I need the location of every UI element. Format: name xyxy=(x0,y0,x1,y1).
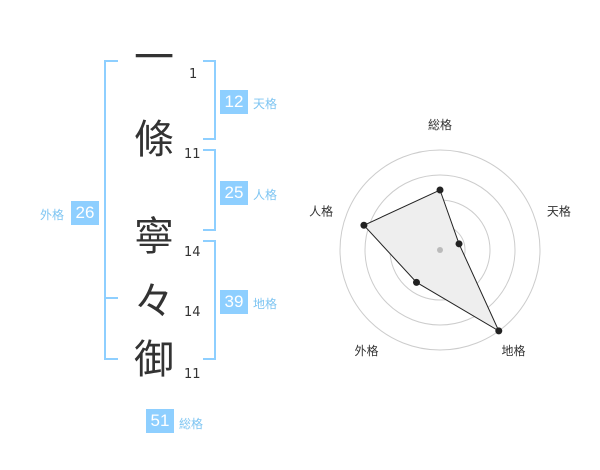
stroke-count-3: 14 xyxy=(184,245,201,260)
radar-point-4 xyxy=(360,221,368,229)
jinkaku-value: 25 xyxy=(220,181,248,205)
radar-point-3 xyxy=(412,278,420,286)
radar-axis-label-4: 人格 xyxy=(309,203,333,218)
radar-points xyxy=(360,186,503,335)
name-char-4: 々 xyxy=(134,279,174,325)
radar-ring xyxy=(364,174,516,326)
radar-point-1 xyxy=(455,240,463,248)
stroke-count-2: 11 xyxy=(184,147,201,162)
gaikaku-label: 外格 xyxy=(40,208,65,222)
chikaku-value: 39 xyxy=(220,290,248,314)
stroke-count-5: 11 xyxy=(184,367,201,382)
stroke-count-4: 14 xyxy=(184,305,201,320)
tenkaku-bracket xyxy=(203,60,216,140)
tenkaku-value: 12 xyxy=(220,90,248,114)
jinkaku-bracket xyxy=(203,149,216,231)
gaikaku-bracket xyxy=(104,60,118,360)
name-char-2: 條 xyxy=(134,117,174,163)
chikaku-label: 地格 xyxy=(253,297,278,311)
radar-ring xyxy=(339,149,541,351)
jinkaku-label: 人格 xyxy=(253,188,278,202)
radar-point-2 xyxy=(495,327,503,335)
radar-axis-label-2: 地格 xyxy=(501,343,525,358)
radar-polygon xyxy=(363,189,500,333)
radar-center xyxy=(437,247,443,253)
name-char-3: 寧 xyxy=(134,214,174,260)
stroke-count-1: 1 xyxy=(189,67,198,82)
gaikaku-value: 26 xyxy=(71,201,99,225)
soukaku-value: 51 xyxy=(146,409,174,433)
tenkaku-label: 天格 xyxy=(253,97,278,111)
radar-point-0 xyxy=(436,186,444,194)
radar-axis-label-1: 天格 xyxy=(547,203,571,218)
radar-axis-label-3: 外格 xyxy=(355,343,379,358)
radar-axis-label-0: 総格 xyxy=(428,117,452,132)
soukaku-label: 総格 xyxy=(179,417,204,431)
gaikaku-bracket-tick xyxy=(104,297,118,299)
chikaku-bracket xyxy=(203,240,216,360)
name-char-1: 一 xyxy=(134,35,174,81)
name-char-5: 御 xyxy=(134,337,174,383)
